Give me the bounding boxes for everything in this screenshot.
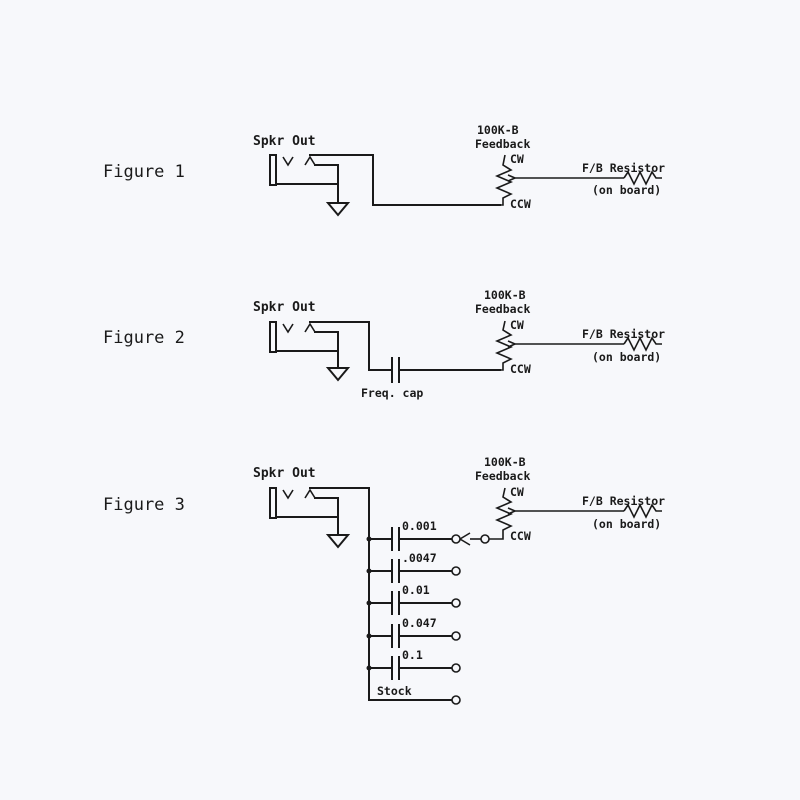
- figure-1-wire: [309, 154, 501, 206]
- figure-3-pot-name: Feedback: [475, 469, 530, 483]
- cap-value-label: 0.01: [402, 583, 430, 597]
- figure-1-speaker-jack-icon: [269, 154, 339, 204]
- figure-3-cap-row: 0.1: [366, 648, 461, 680]
- figure-2-resistor-note: (on board): [592, 350, 661, 364]
- figure-2-pot-value: 100K-B: [484, 288, 526, 302]
- figure-3-ground-icon: [325, 534, 351, 549]
- figure-1-ground-icon: [325, 202, 351, 217]
- figure-2-pot-ccw: CCW: [510, 362, 531, 376]
- switch-terminal-stock: [451, 695, 461, 705]
- switch-terminal: [451, 631, 461, 641]
- cap-value-label: 0.001: [402, 519, 437, 533]
- figure-2-wire-a: [309, 321, 393, 371]
- figure-3-cap-row: 0.047: [366, 616, 461, 648]
- figure-2-pot-cw: CW: [510, 318, 524, 332]
- figure-3: Figure 3 Spkr Out 0.001 .0047: [103, 455, 665, 705]
- figure-2-resistor-icon: [623, 336, 662, 352]
- figure-3-resistor-icon: [623, 503, 662, 519]
- switch-terminal: [451, 663, 461, 673]
- cap-value-label: .0047: [402, 551, 437, 565]
- figure-2-pot-name: Feedback: [475, 302, 530, 316]
- figure-1-potentiometer-icon: [494, 154, 516, 206]
- figure-3-pot-cw: CW: [510, 485, 524, 499]
- figure-2-jack-label: Spkr Out: [253, 300, 316, 315]
- cap-value-label: 0.047: [402, 616, 437, 630]
- switch-terminal: [451, 566, 461, 576]
- figure-1-pot-value: 100K-B: [477, 123, 519, 137]
- figure-3-jack-label: Spkr Out: [253, 466, 316, 481]
- figure-1-resistor-label: F/B Resistor: [582, 161, 665, 175]
- figure-3-speaker-jack-icon: [269, 487, 339, 536]
- figure-2-cap-label: Freq. cap: [361, 386, 423, 400]
- figure-1-resistor-icon: [623, 170, 662, 186]
- switch-terminal: [451, 534, 461, 544]
- figure-3-resistor-label: F/B Resistor: [582, 494, 665, 508]
- figure-1-pot-ccw: CCW: [510, 197, 531, 211]
- figure-3-cap-row: 0.01: [366, 583, 461, 615]
- figure-1-jack-label: Spkr Out: [253, 134, 316, 149]
- figure-3-resistor-note: (on board): [592, 517, 661, 531]
- figure-1: Figure 1 Spkr Out 100K-B Feedback CW CCW…: [103, 123, 665, 217]
- figure-1-title: Figure 1: [103, 162, 185, 182]
- figure-1-pot-name: Feedback: [475, 137, 530, 151]
- figure-3-cap-row: .0047: [366, 551, 461, 583]
- figure-2: Figure 2 Spkr Out Freq. cap 100K-B Feedb…: [103, 288, 665, 400]
- figure-3-pot-ccw: CCW: [510, 529, 531, 543]
- figure-2-ground-icon: [325, 367, 351, 382]
- figure-3-bus-wire: [309, 487, 453, 701]
- switch-terminal: [451, 598, 461, 608]
- figure-2-speaker-jack-icon: [269, 321, 339, 369]
- figure-1-pot-cw: CW: [510, 152, 524, 166]
- figure-2-capacitor-icon: [391, 357, 400, 383]
- stock-label: Stock: [377, 684, 412, 698]
- figure-2-potentiometer-icon: [494, 320, 516, 371]
- figure-3-pot-value: 100K-B: [484, 455, 526, 469]
- figure-3-rotary-switch-icon: [459, 532, 504, 546]
- figure-2-resistor-label: F/B Resistor: [582, 327, 665, 341]
- figure-3-potentiometer-icon: [494, 487, 516, 533]
- figure-3-cap-row: 0.001: [366, 519, 461, 551]
- figure-1-resistor-note: (on board): [592, 183, 661, 197]
- figure-3-title: Figure 3: [103, 495, 185, 515]
- figure-2-title: Figure 2: [103, 328, 185, 348]
- cap-value-label: 0.1: [402, 648, 423, 662]
